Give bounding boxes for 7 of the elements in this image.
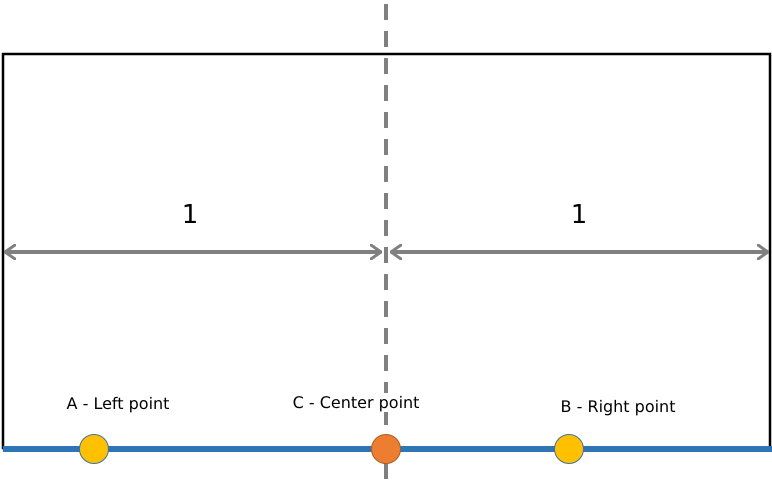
point-label: A - Left point xyxy=(64,394,172,413)
point-label: C - Center point xyxy=(290,393,422,412)
point-marker xyxy=(79,434,109,464)
dimension-label: 1 xyxy=(570,200,588,230)
point-marker xyxy=(371,434,401,464)
dimension-label: 1 xyxy=(182,200,198,230)
point-marker xyxy=(554,434,584,464)
